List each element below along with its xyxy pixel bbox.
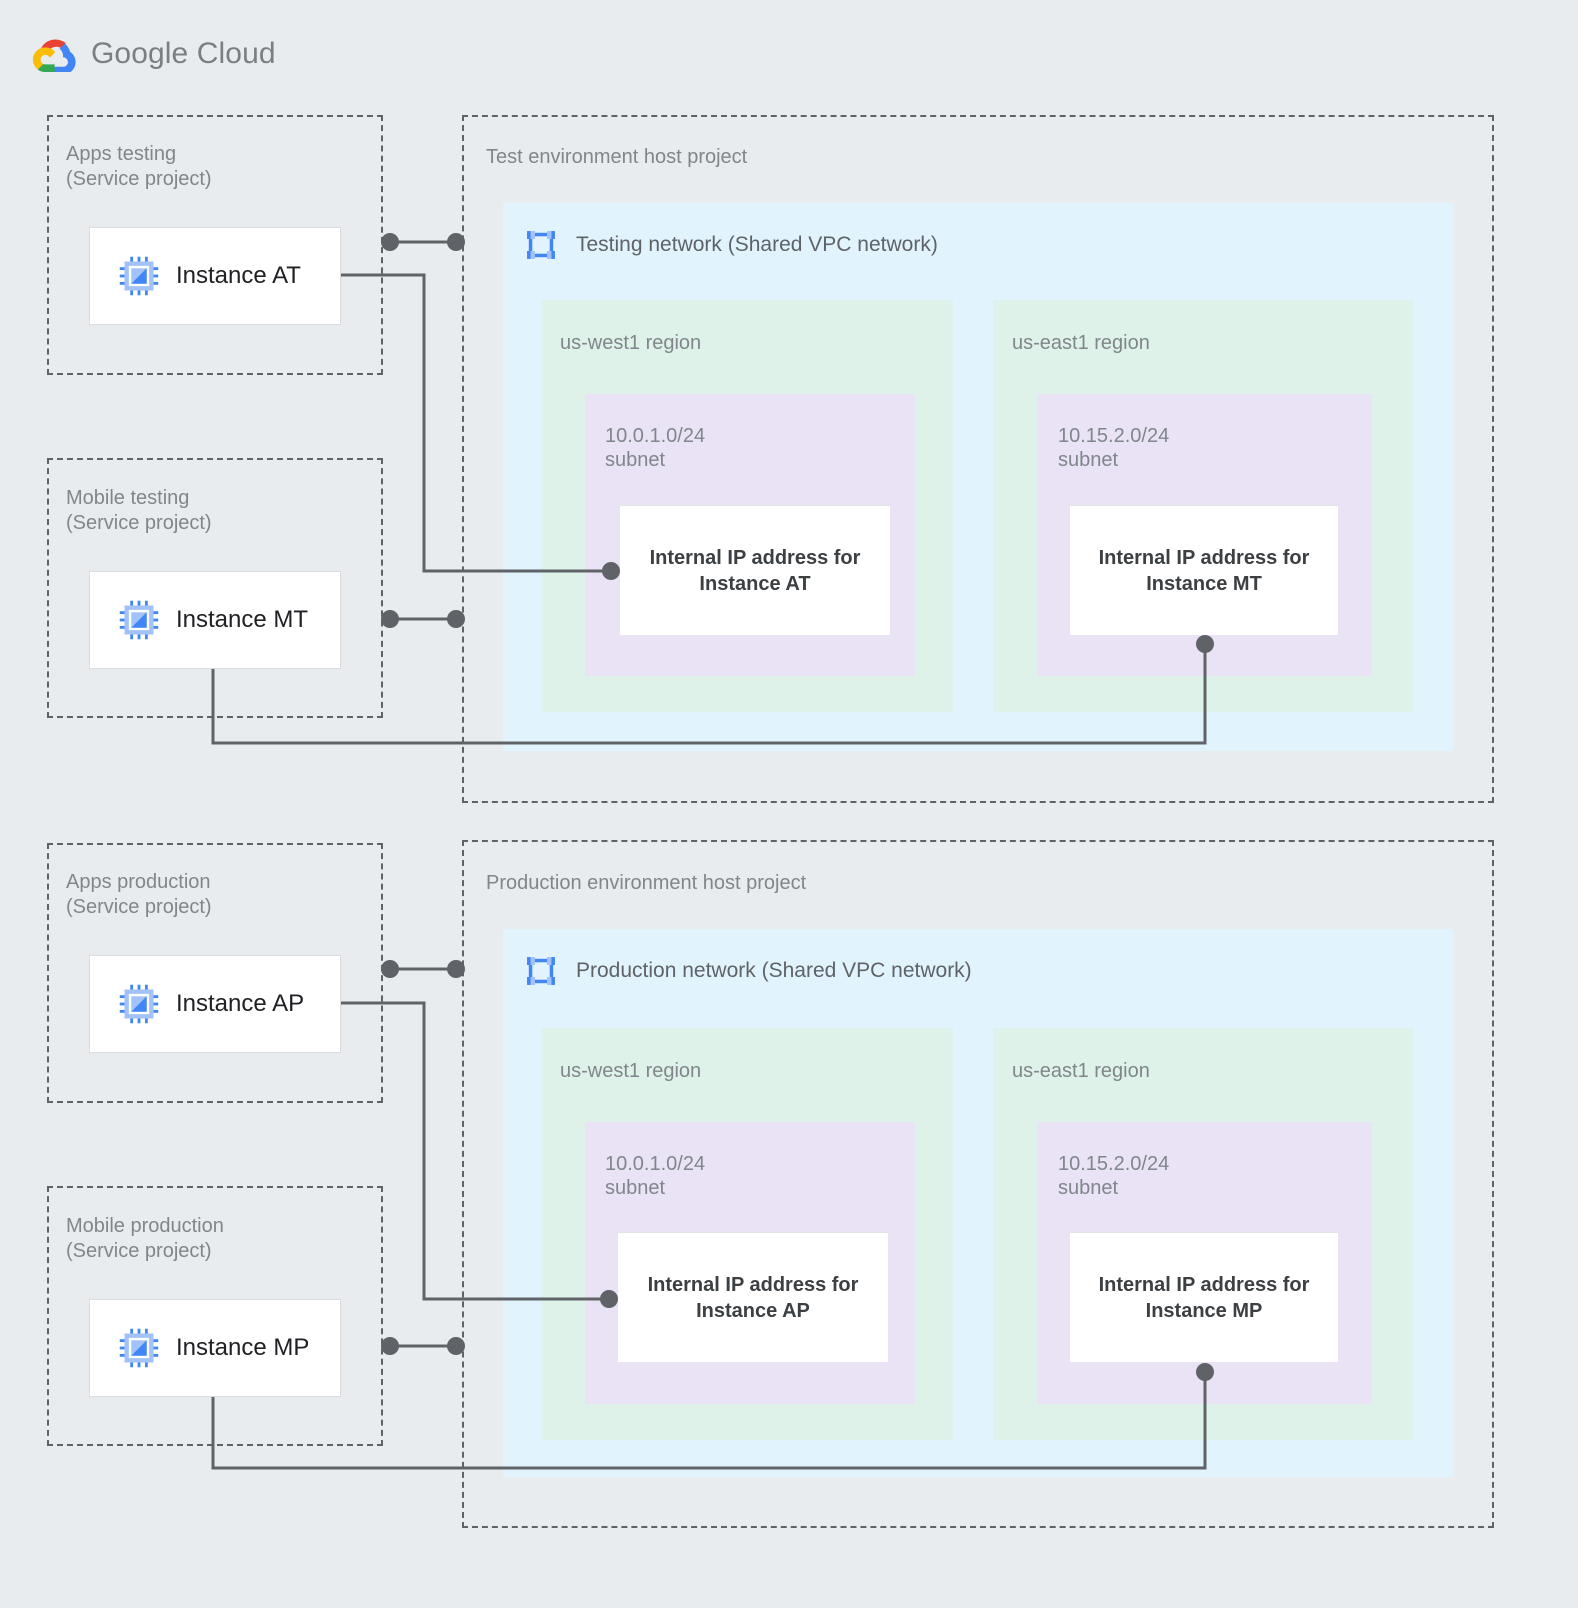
region-prod-us-east1-label: us-east1 region xyxy=(1012,1060,1150,1082)
host-project-test-environment-label: Test environment host project xyxy=(486,146,748,168)
ip-card-instance-ap[interactable]: Internal IP address for Instance AP xyxy=(618,1232,888,1362)
network-header-testing: Testing network (Shared VPC network) xyxy=(522,226,938,264)
instance-card-mp[interactable]: Instance MP xyxy=(89,1299,341,1397)
instance-card-mt[interactable]: Instance MT xyxy=(89,571,341,669)
ip-card-instance-mt-text: Internal IP address for Instance MT xyxy=(1098,546,1310,595)
vm-instance-icon xyxy=(119,1328,159,1368)
connector-mobile-production-boundary xyxy=(381,1337,465,1355)
ip-card-instance-mp-text: Internal IP address for Instance MP xyxy=(1098,1273,1310,1322)
service-project-mobile-testing-label: Mobile testing (Service project) xyxy=(66,487,212,534)
instance-card-at-label: Instance AT xyxy=(176,262,301,289)
instance-card-ap[interactable]: Instance AP xyxy=(89,955,341,1053)
vm-instance-icon xyxy=(119,256,159,296)
network-header-production: Production network (Shared VPC network) xyxy=(522,952,972,990)
instance-card-mt-label: Instance MT xyxy=(176,606,309,633)
subnet-prod-us-east1-label: 10.15.2.0/24 subnet xyxy=(1058,1153,1170,1199)
logo-text-bold: Google xyxy=(91,37,189,70)
ip-card-instance-at-text: Internal IP address for Instance AT xyxy=(649,546,861,595)
logo-text: Google Cloud xyxy=(91,37,276,71)
service-project-apps-testing-label: Apps testing (Service project) xyxy=(66,143,212,190)
logo-text-light: Cloud xyxy=(188,37,276,70)
service-project-mobile-production-label: Mobile production (Service project) xyxy=(66,1215,224,1262)
vpc-network-icon xyxy=(527,957,555,985)
host-project-production-environment-label: Production environment host project xyxy=(486,872,807,894)
vm-instance-icon xyxy=(119,600,159,640)
google-cloud-logo-icon xyxy=(33,39,76,72)
instance-card-at[interactable]: Instance AT xyxy=(89,227,341,325)
region-test-us-west1-label: us-west1 region xyxy=(560,332,702,354)
subnet-test-us-east1-label: 10.15.2.0/24 subnet xyxy=(1058,425,1170,471)
network-title-production: Production network (Shared VPC network) xyxy=(576,959,972,982)
instance-card-ap-label: Instance AP xyxy=(176,990,305,1017)
google-cloud-logo: Google Cloud xyxy=(33,36,276,72)
region-prod-us-west1-label: us-west1 region xyxy=(560,1060,702,1082)
ip-card-instance-at[interactable]: Internal IP address for Instance AT xyxy=(620,505,890,635)
ip-card-instance-mp[interactable]: Internal IP address for Instance MP xyxy=(1070,1232,1338,1362)
connector-apps-production-boundary xyxy=(381,960,465,978)
instance-card-mp-label: Instance MP xyxy=(176,1334,310,1361)
service-project-apps-production-label: Apps production (Service project) xyxy=(66,871,212,918)
ip-card-instance-ap-text: Internal IP address for Instance AP xyxy=(647,1273,859,1322)
region-test-us-east1-label: us-east1 region xyxy=(1012,332,1150,354)
subnet-test-us-west1-label: 10.0.1.0/24 subnet xyxy=(605,425,706,471)
connector-apps-testing-boundary xyxy=(381,233,465,251)
vpc-network-icon xyxy=(527,231,555,259)
vm-instance-icon xyxy=(119,984,159,1024)
subnet-prod-us-west1-label: 10.0.1.0/24 subnet xyxy=(605,1153,706,1199)
network-title-testing: Testing network (Shared VPC network) xyxy=(576,233,938,256)
ip-card-instance-mt[interactable]: Internal IP address for Instance MT xyxy=(1070,505,1338,635)
connector-mobile-testing-boundary xyxy=(381,610,465,628)
